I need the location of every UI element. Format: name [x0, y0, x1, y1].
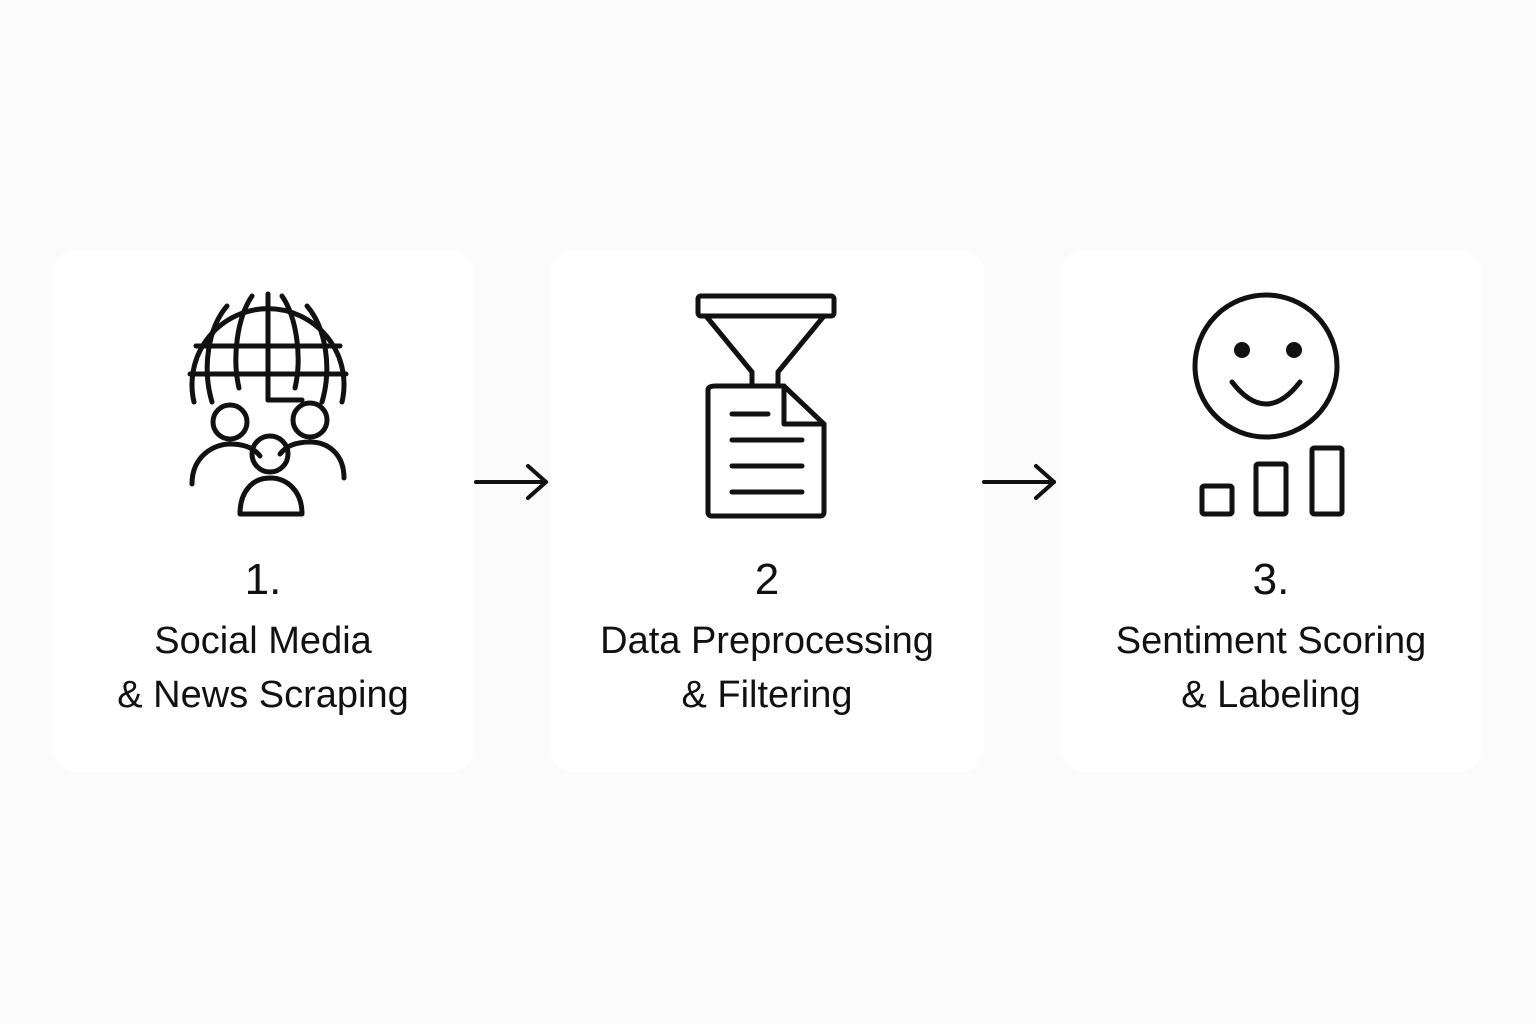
arrow-right-icon	[474, 464, 548, 500]
globe-people-icon	[187, 291, 349, 517]
step-card-3: 3. Sentiment Scoring & Labeling	[1060, 250, 1482, 772]
step-label-2: Data Preprocessing & Filtering	[550, 614, 984, 722]
step-label-2-line-2: & Filtering	[681, 674, 853, 716]
step-label-3: Sentiment Scoring & Labeling	[1060, 614, 1482, 722]
step-card-1: 1. Social Media & News Scraping	[52, 250, 474, 772]
smiley-bar-chart-icon	[1192, 292, 1345, 517]
step-label-3-line-2: & Labeling	[1181, 674, 1361, 716]
funnel-document-icon	[695, 293, 837, 519]
arrow-right-icon	[982, 464, 1056, 500]
step-label-3-line-1: Sentiment Scoring	[1115, 620, 1427, 662]
step-label-2-line-1: Data Preprocessing	[600, 620, 934, 662]
step-number-3: 3.	[1252, 555, 1290, 604]
step-card-2: 2 Data Preprocessing & Filtering	[550, 250, 984, 772]
step-label-1-line-2: & News Scraping	[117, 674, 409, 716]
step-label-1: Social Media & News Scraping	[52, 614, 474, 722]
step-number-2: 2	[754, 555, 780, 604]
step-number-1: 1.	[244, 555, 282, 604]
step-label-1-line-1: Social Media	[154, 620, 372, 662]
